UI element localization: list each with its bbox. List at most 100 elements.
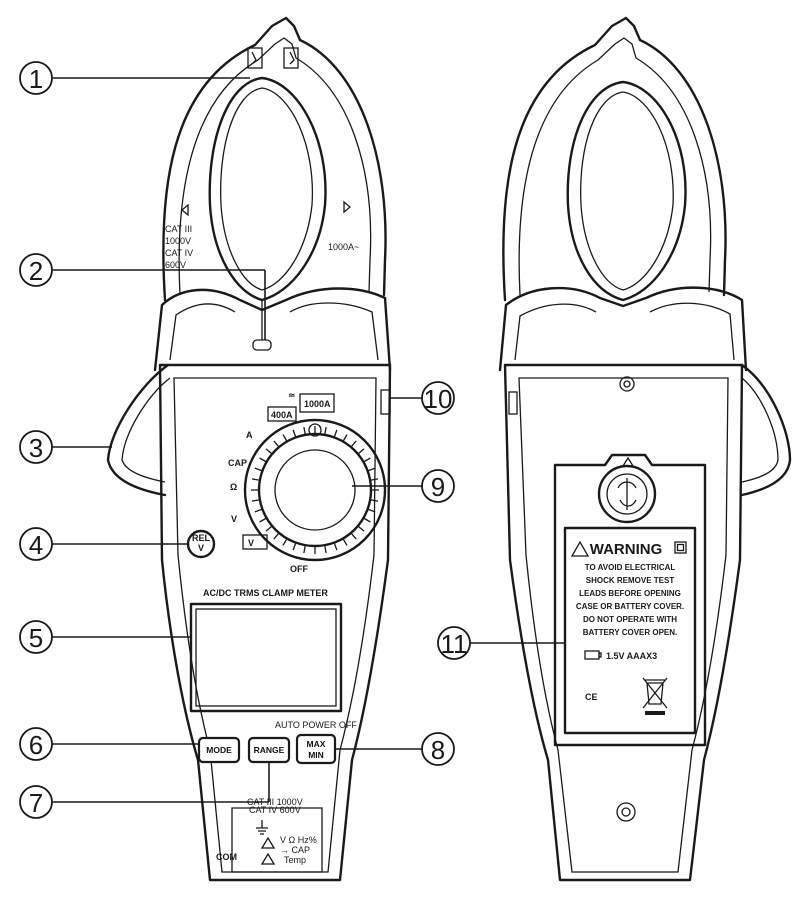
terminal-warning-icon-1 [260, 836, 276, 849]
dial-knurl [324, 426, 327, 435]
back-jaw-opening [566, 80, 687, 302]
back-view: WARNING TO AVOID ELECTRICAL SHOCK REMOVE… [498, 16, 792, 882]
front-body [158, 363, 392, 882]
svg-text:7: 7 [29, 788, 43, 818]
callout-5: 5 [19, 620, 53, 654]
back-top-screw [619, 376, 635, 392]
range-button-label: RANGE [254, 745, 285, 755]
dial-pos-ohm: Ω [230, 482, 237, 492]
terminal-warning-icon-2 [260, 852, 276, 865]
svg-text:4: 4 [29, 530, 43, 560]
back-jaw-trigger [740, 363, 792, 497]
front-finger-guard [153, 287, 392, 372]
warning-title: WARNING [590, 541, 663, 558]
front-led [252, 339, 272, 351]
dial-pos-volt-ac: V [231, 514, 237, 524]
dial-knurl [273, 440, 280, 448]
rotary-dial-center [274, 449, 356, 531]
front-jaw-outer [162, 16, 387, 302]
dial-knurl [342, 434, 348, 442]
dial-knurl [342, 538, 348, 546]
back-body [503, 363, 744, 882]
dial-knurl [367, 508, 376, 513]
warning-icon [570, 540, 590, 557]
back-finger-guard [498, 286, 748, 372]
dial-knurl [254, 508, 263, 513]
dial-knurl [303, 426, 306, 435]
mode-button-label: MODE [206, 745, 232, 755]
svg-text:11: 11 [441, 629, 468, 659]
dial-knurl [259, 517, 267, 523]
svg-text:2: 2 [29, 256, 43, 286]
svg-text:8: 8 [431, 735, 445, 765]
dial-knurl [363, 517, 371, 523]
warning-line-2: SHOCK REMOVE TEST [586, 576, 675, 585]
dial-knurl [254, 467, 263, 472]
lcd-display [189, 602, 343, 713]
dial-knurl [333, 542, 338, 551]
rotary-dial-outer [243, 418, 387, 562]
dial-knurl [251, 478, 260, 481]
dial-knurl [367, 467, 376, 472]
dial-knurl [251, 499, 260, 502]
dial-knurl [292, 429, 297, 438]
terminal-func-1: V Ω Hz% [280, 835, 317, 845]
dial-pos-volt-dc: V [248, 538, 254, 548]
dial-pos-1000a-box [299, 393, 335, 413]
dial-knurl [324, 545, 327, 554]
maxmin-button-label-2: MIN [308, 750, 324, 760]
dial-knurl [282, 434, 288, 442]
dial-knurl [292, 542, 297, 551]
jaw-rating-2: 1000V [165, 236, 191, 246]
dial-knurl [357, 448, 365, 455]
dial-knurl [303, 545, 306, 554]
input-terminal-panel [231, 807, 323, 873]
dial-knurl [350, 440, 357, 448]
rel-button-sub: V [198, 543, 204, 553]
dial-pos-1000a: 1000A [304, 399, 331, 409]
front-jaw-opening [208, 76, 327, 302]
callout-7: 7 [19, 785, 53, 819]
terminal-rating-2: CAT IV 600V [249, 805, 301, 815]
warning-line-6: BATTERY COVER OPEN. [583, 628, 678, 637]
warning-text: WARNING TO AVOID ELECTRICAL SHOCK REMOVE… [570, 540, 687, 637]
battery-spec: 1.5V AAAX3 [606, 651, 657, 661]
weee-bin-icon [642, 677, 668, 715]
battery-cover-screw[interactable] [597, 464, 657, 524]
terminal-func-2: → CAP [280, 845, 310, 855]
callout-4: 4 [19, 527, 53, 561]
ground-icon [256, 820, 268, 835]
battery-cover [553, 453, 707, 747]
svg-text:9: 9 [431, 472, 445, 502]
auto-power-off-label: AUTO POWER OFF [275, 720, 357, 730]
range-button[interactable]: RANGE [247, 736, 291, 764]
dial-pos-cap: CAP [228, 458, 247, 468]
dial-knurl [370, 499, 379, 502]
back-bottom-screw [616, 802, 636, 822]
callout-10: 10 [421, 381, 455, 415]
dial-knurl [265, 525, 273, 532]
svg-text:6: 6 [29, 730, 43, 760]
warning-line-5: DO NOT OPERATE WITH [583, 615, 677, 624]
dial-pos-400a: 400A [271, 410, 293, 420]
dial-pos-off: OFF [290, 564, 308, 574]
mode-button[interactable]: MODE [197, 736, 241, 764]
callout-8: 8 [421, 732, 455, 766]
jaw-max-current: 1000A~ [328, 242, 359, 252]
jaw-rating-3: CAT IV [165, 248, 193, 258]
warning-line-3: LEADS BEFORE OPENING [579, 589, 681, 598]
maxmin-button-label-1: MAX [307, 739, 326, 749]
svg-text:5: 5 [29, 623, 43, 653]
callout-2: 2 [19, 253, 53, 287]
dial-pos-vdc-box [242, 534, 268, 550]
callout-1: 1 [19, 61, 53, 95]
ce-mark: CE [585, 692, 598, 702]
maxmin-button[interactable]: MAX MIN [295, 733, 337, 765]
dial-knurl [265, 448, 273, 455]
leader-lines [52, 77, 565, 803]
model-label: AC/DC TRMS CLAMP METER [203, 588, 328, 598]
dial-knurl [363, 457, 371, 463]
dial-knurl [350, 532, 357, 540]
dial-knurl [370, 478, 379, 481]
